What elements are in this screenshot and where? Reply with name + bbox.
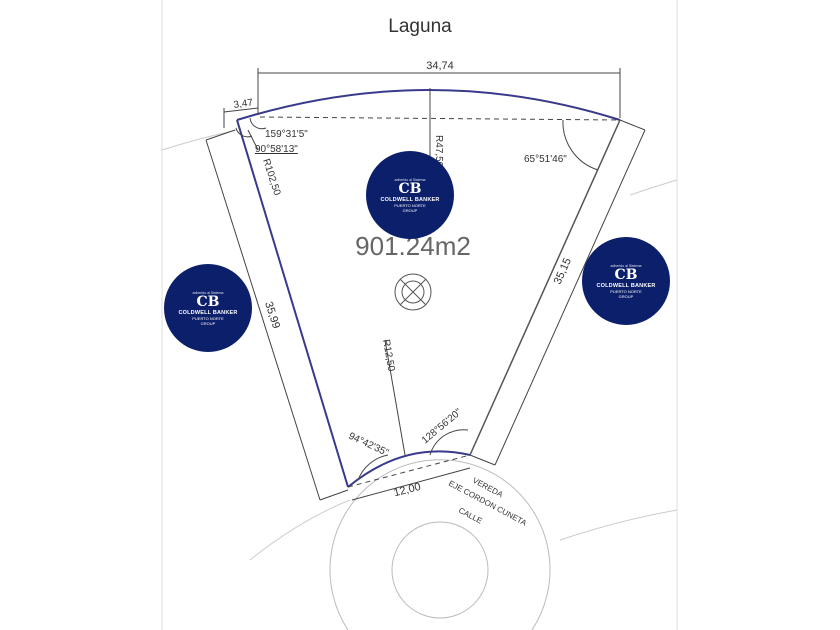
dim-right-label: 35,15 xyxy=(552,256,574,286)
radius-top-label: R47,50 xyxy=(433,135,444,168)
logo-monogram: CB xyxy=(196,293,220,310)
logo-office: PUERTO NORTE xyxy=(192,315,224,321)
brand-logo: adherido al Sistema CB COLDWELL BANKER P… xyxy=(366,151,454,239)
logo-office: GROUP xyxy=(618,293,634,299)
angle-label: 90°58'13" xyxy=(255,144,298,155)
angle-label: 159°31'5" xyxy=(265,129,308,140)
dim-left xyxy=(205,139,321,501)
logo-brand: COLDWELL BANKER xyxy=(178,309,238,316)
dim-bottom-label: 12,00 xyxy=(392,481,422,499)
center-target-icon xyxy=(394,273,432,311)
radius-left-label: R102,50 xyxy=(260,158,282,198)
angle-arc xyxy=(429,429,469,456)
angle-label: 65°51'46" xyxy=(524,154,567,165)
angle-label: 128°56'20" xyxy=(420,406,464,446)
logo-tagline: adherido al Sistema xyxy=(610,263,642,268)
logo-monogram: CB xyxy=(614,266,638,283)
street-curve xyxy=(559,509,678,541)
brand-logo: adherido al Sistema CB COLDWELL BANKER P… xyxy=(164,264,252,352)
dim-tick xyxy=(205,129,236,141)
angle-label: 94°42'35" xyxy=(347,431,391,459)
dim-top-left-label: 3,47 xyxy=(233,97,254,111)
angle-arc xyxy=(235,127,253,138)
dim-tick xyxy=(319,489,349,501)
angle-arc xyxy=(562,119,599,171)
logo-tagline: adherido al Sistema xyxy=(192,290,224,295)
dim-top-label: 34,74 xyxy=(426,60,454,72)
logo-brand: COLDWELL BANKER xyxy=(596,282,656,289)
radius-bottom-line xyxy=(384,339,406,456)
dim-tick xyxy=(469,454,496,466)
lot-top-arc xyxy=(236,89,621,121)
angle-arc xyxy=(357,454,389,481)
dim-right xyxy=(494,129,646,466)
roundabout-inner xyxy=(391,521,489,619)
lot-bottom-arc xyxy=(347,450,471,488)
logo-office: PUERTO NORTE xyxy=(394,202,426,208)
logo-office: GROUP xyxy=(402,207,418,213)
dim-bottom xyxy=(351,467,471,501)
street-curve xyxy=(249,499,351,561)
logo-office: GROUP xyxy=(200,320,216,326)
lot-left-edge xyxy=(236,119,349,488)
logo-office: PUERTO NORTE xyxy=(610,288,642,294)
logo-tagline: adherido al Sistema xyxy=(394,177,426,182)
street-label-calle: CALLE xyxy=(457,506,484,526)
plan-title: Laguna xyxy=(388,16,452,37)
dim-tick xyxy=(619,119,646,131)
logo-brand: COLDWELL BANKER xyxy=(380,196,440,203)
logo-monogram: CB xyxy=(398,180,422,197)
street-curve xyxy=(629,179,678,196)
chord-top xyxy=(259,116,621,121)
lot-right-edge xyxy=(469,119,621,456)
roundabout-outer xyxy=(329,459,551,630)
brand-logo: adherido al Sistema CB COLDWELL BANKER P… xyxy=(582,237,670,325)
chord-bottom xyxy=(347,454,471,488)
dim-top-left xyxy=(223,107,259,113)
angle-arc xyxy=(249,117,267,130)
radius-left-line xyxy=(247,129,259,151)
radius-bottom-label: R12,50 xyxy=(380,339,397,373)
